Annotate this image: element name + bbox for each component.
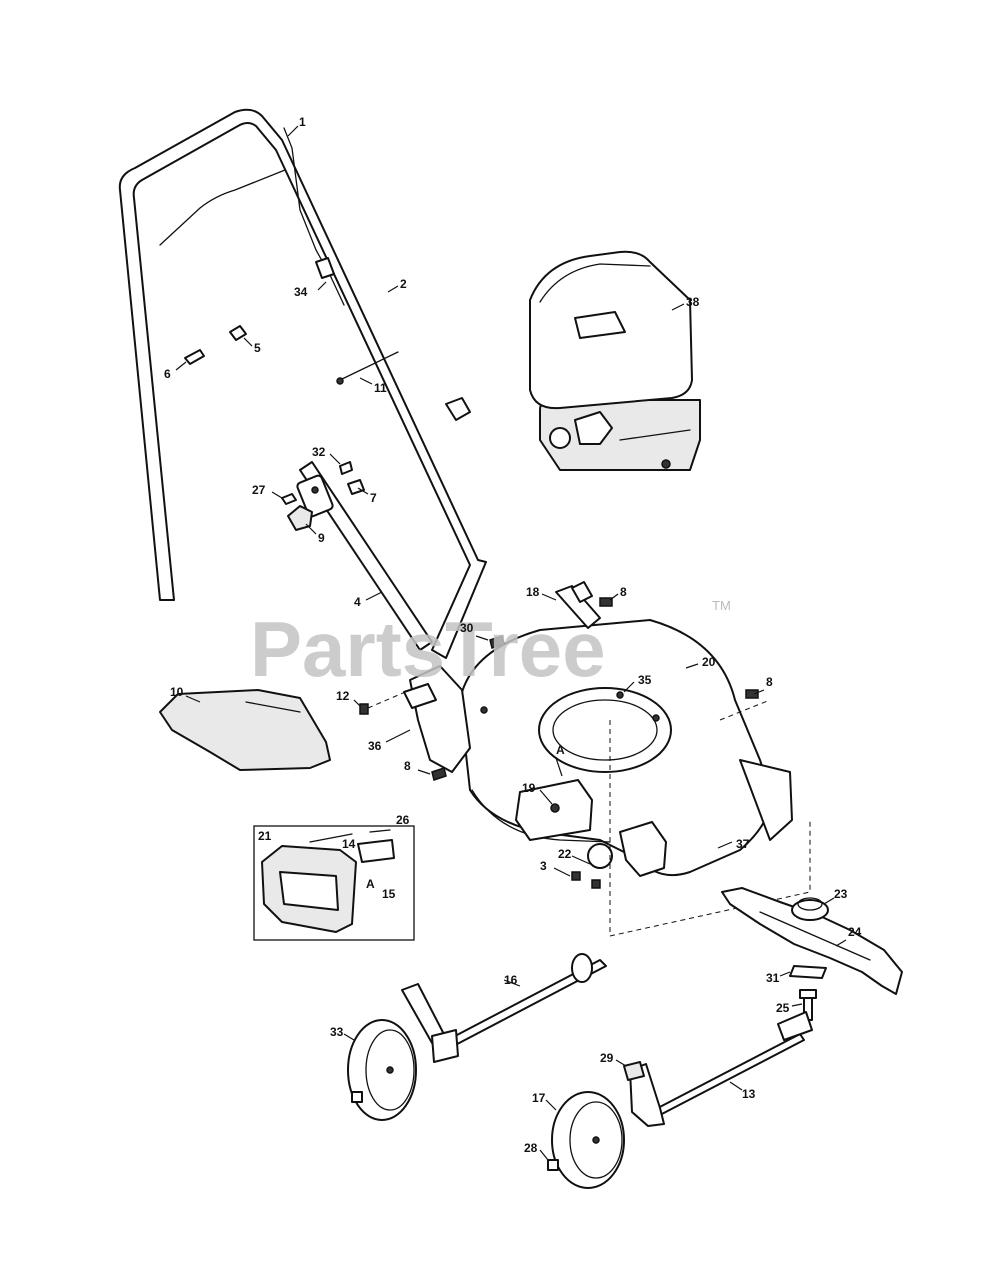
engine-assembly[interactable]	[529, 250, 701, 471]
callout-31[interactable]: 31	[766, 971, 780, 985]
callout-25[interactable]: 25	[776, 1001, 790, 1015]
rear-discharge-door[interactable]	[159, 689, 331, 771]
callout-13[interactable]: 13	[742, 1087, 756, 1101]
callout-10[interactable]: 10	[170, 685, 184, 699]
callout-8-top[interactable]: 8	[620, 585, 627, 599]
cable-tie	[315, 257, 335, 279]
callout-27[interactable]: 27	[252, 483, 266, 497]
callout-8-left[interactable]: 8	[404, 759, 411, 773]
callout-23[interactable]: 23	[834, 887, 848, 901]
control-bail-cable	[283, 127, 345, 306]
handle-pivot-bracket	[296, 474, 334, 518]
inset-mulch-kit	[253, 825, 415, 941]
callout-36[interactable]: 36	[368, 739, 382, 753]
callout-15[interactable]: 15	[382, 887, 396, 901]
callout-33[interactable]: 33	[330, 1025, 344, 1039]
callout-a-deck[interactable]: A	[556, 743, 565, 757]
callout-26[interactable]: 26	[396, 813, 410, 827]
callout-30[interactable]: 30	[460, 621, 474, 635]
callout-35[interactable]: 35	[638, 673, 652, 687]
callout-19[interactable]: 19	[522, 781, 536, 795]
callout-12[interactable]: 12	[336, 689, 350, 703]
front-height-lever[interactable]	[623, 1061, 665, 1127]
callout-21[interactable]: 21	[258, 829, 272, 843]
callout-2[interactable]: 2	[400, 277, 407, 291]
callout-8-right[interactable]: 8	[766, 675, 773, 689]
rear-height-adjuster[interactable]	[403, 665, 471, 773]
callout-16[interactable]: 16	[504, 973, 518, 987]
leader-lines	[175, 125, 847, 1161]
callout-32[interactable]: 32	[312, 445, 326, 459]
front-height-adjuster[interactable]	[587, 821, 667, 877]
upper-handle[interactable]	[118, 108, 487, 659]
callout-38[interactable]: 38	[686, 295, 700, 309]
front-wheel[interactable]	[547, 1091, 625, 1189]
rear-wheel[interactable]	[347, 1019, 417, 1121]
callout-18[interactable]: 18	[526, 585, 540, 599]
blade-adapter	[791, 897, 829, 921]
callout-22[interactable]: 22	[558, 847, 572, 861]
callout-6[interactable]: 6	[164, 367, 171, 381]
callout-9[interactable]: 9	[318, 531, 325, 545]
callout-37[interactable]: 37	[736, 837, 750, 851]
callout-20[interactable]: 20	[702, 655, 716, 669]
callout-a-inset[interactable]: A	[366, 877, 375, 891]
callout-24[interactable]: 24	[848, 925, 862, 939]
deck-fasteners	[359, 597, 759, 889]
watermark-tm: TM	[712, 598, 731, 613]
rear-hinge-bracket	[555, 581, 601, 629]
callout-14[interactable]: 14	[342, 837, 356, 851]
callout-5[interactable]: 5	[254, 341, 261, 355]
callout-17[interactable]: 17	[532, 1091, 546, 1105]
callout-11[interactable]: 11	[374, 381, 387, 395]
partstree-watermark: PartsTree TM	[250, 598, 731, 693]
callout-1[interactable]: 1	[299, 115, 306, 129]
handle-bolt	[184, 325, 471, 505]
watermark-text: PartsTree	[250, 605, 606, 693]
mulch-plug[interactable]	[515, 779, 593, 841]
callout-4[interactable]: 4	[354, 595, 361, 609]
rear-axle	[435, 953, 607, 1053]
blade-stiffener	[789, 965, 827, 979]
callout-3[interactable]: 3	[540, 859, 547, 873]
callout-28[interactable]: 28	[524, 1141, 538, 1155]
callout-7[interactable]: 7	[370, 491, 377, 505]
front-axle	[653, 1011, 813, 1117]
callout-34[interactable]: 34	[294, 285, 308, 299]
callout-29[interactable]: 29	[600, 1051, 614, 1065]
callout-labels: 1 2 34 5 6 11 38 32 27 7 9 4 18 8 30 20 …	[164, 115, 862, 1155]
lower-handle[interactable]	[299, 461, 433, 651]
rear-height-lever[interactable]	[401, 983, 459, 1063]
